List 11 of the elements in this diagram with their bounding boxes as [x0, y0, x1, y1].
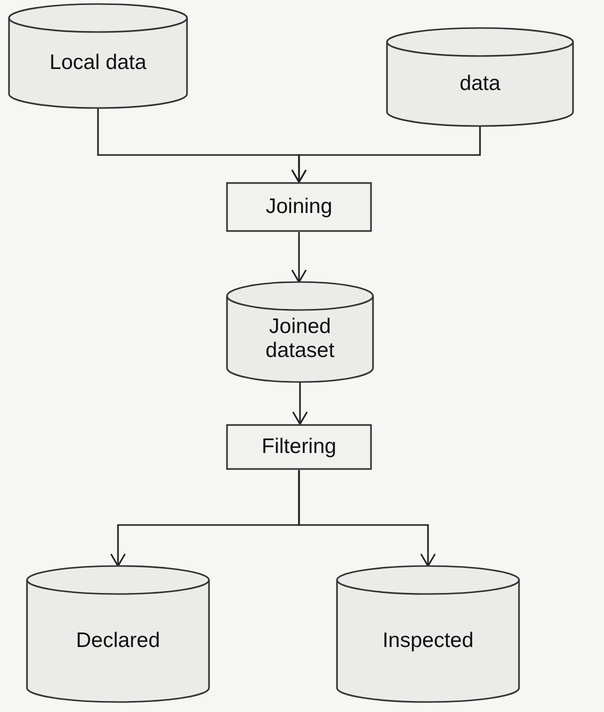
node-label: Declared — [76, 628, 160, 654]
node-label: Inspected — [382, 628, 474, 654]
node-label: Joined dataset — [264, 314, 336, 364]
node-label: Joining — [266, 194, 332, 220]
arrow — [298, 470, 436, 567]
node-label: Filtering — [262, 434, 336, 460]
arrow — [291, 232, 307, 283]
arrow — [292, 382, 308, 425]
node-label: Local data — [50, 50, 146, 76]
arrow — [291, 126, 481, 183]
node-label: data — [460, 72, 500, 96]
